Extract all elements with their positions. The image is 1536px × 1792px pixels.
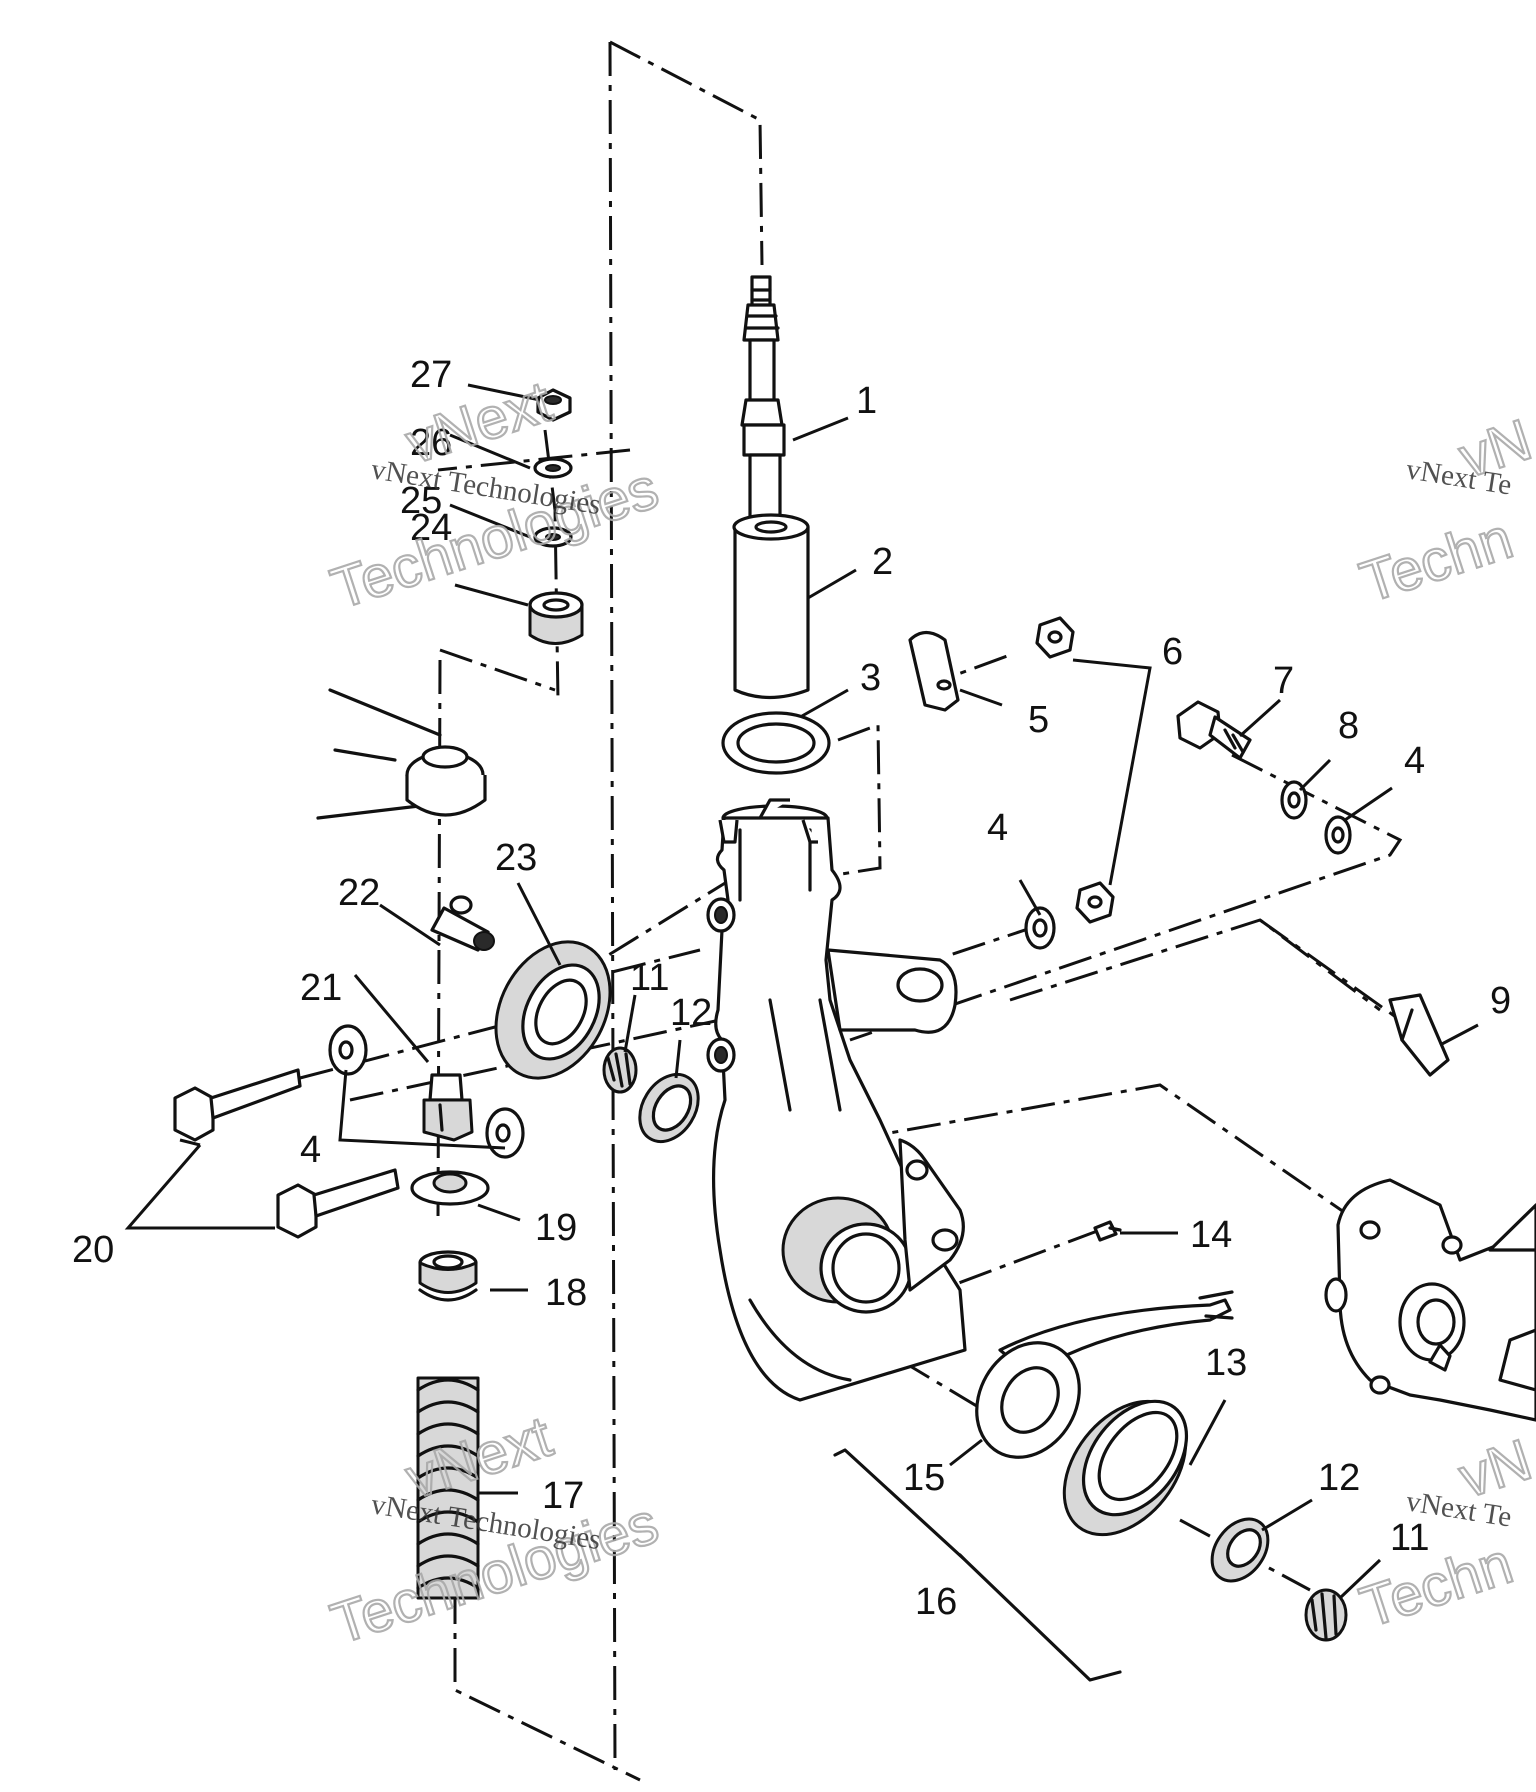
washers-left	[328, 1024, 525, 1159]
callout-12-left: 12	[670, 992, 712, 1034]
callout-21: 21	[300, 967, 342, 1009]
part-9-wedge	[1388, 993, 1450, 1077]
part-3-thrust-washer	[721, 711, 831, 775]
part-18-cap	[418, 1250, 478, 1302]
watermark-partial-bottom-2: Techn	[1353, 1531, 1520, 1641]
callout-22: 22	[338, 872, 380, 914]
part-25-washer	[533, 526, 573, 548]
callout-26: 26	[410, 422, 452, 464]
callout-23: 23	[495, 837, 537, 879]
callout-18: 18	[545, 1272, 587, 1314]
callout-1: 1	[856, 380, 877, 422]
callout-27: 27	[410, 354, 452, 396]
part-2-bushing	[732, 513, 810, 700]
part-1-spindle	[740, 275, 786, 527]
part-21-fitting	[422, 1073, 474, 1142]
callout-13: 13	[1205, 1342, 1247, 1384]
callout-12-right: 12	[1318, 1457, 1360, 1499]
callout-9: 9	[1490, 980, 1511, 1022]
callout-4-middle: 4	[987, 807, 1008, 849]
watermark-partial-bottom-1: Techn	[1353, 506, 1520, 616]
callout-numbers: 1 2 3 5 6 7 8 4 4 9 23 22 21 11 12 4 20 …	[72, 354, 1511, 1623]
callout-17: 17	[542, 1475, 584, 1517]
hub-partial	[1324, 1178, 1536, 1422]
part-16-bracket	[833, 1448, 1122, 1682]
callout-11-right: 11	[1390, 1517, 1429, 1559]
part-7-bolt	[1176, 700, 1252, 760]
callout-6: 6	[1162, 631, 1183, 673]
part-11-nut-left	[602, 1046, 638, 1094]
part-17-spring	[416, 1376, 480, 1600]
callout-19: 19	[535, 1207, 577, 1249]
part-12-ring-left	[638, 1073, 700, 1143]
part-12-ring-right	[1210, 1517, 1270, 1583]
callout-4-right: 4	[1404, 740, 1425, 782]
callout-25: 25	[400, 480, 442, 522]
callout-3: 3	[860, 657, 881, 699]
callout-20: 20	[72, 1229, 114, 1271]
callout-7: 7	[1273, 660, 1294, 702]
part-27-nut	[536, 388, 572, 422]
callout-11-left: 11	[630, 957, 669, 999]
part-23-seal	[494, 940, 612, 1080]
callout-24: 24	[410, 507, 452, 549]
part-11-nut-right	[1304, 1588, 1348, 1642]
callout-5: 5	[1028, 699, 1049, 741]
part-13-ring	[1062, 1399, 1189, 1537]
part-22-pin	[430, 895, 495, 952]
part-14-zerk	[1093, 1220, 1122, 1242]
part-26-washer	[533, 457, 573, 479]
callout-16: 16	[915, 1581, 957, 1623]
callout-2: 2	[872, 541, 893, 583]
washers-right	[1024, 780, 1352, 950]
callout-8: 8	[1338, 705, 1359, 747]
callout-14: 14	[1190, 1214, 1232, 1256]
part-15-washer	[975, 1341, 1081, 1459]
part-19-nut	[410, 1170, 490, 1206]
leader-lines	[124, 383, 1479, 1600]
callout-15: 15	[903, 1457, 945, 1499]
part-6-nuts	[1035, 616, 1115, 924]
part-24-bushing-top	[528, 591, 584, 645]
steering-knuckle	[706, 798, 967, 1402]
arm-upper-left	[316, 688, 487, 820]
part-5-bracket	[908, 630, 960, 712]
callout-4-left: 4	[300, 1129, 321, 1171]
part-20-bolts	[173, 1068, 400, 1239]
